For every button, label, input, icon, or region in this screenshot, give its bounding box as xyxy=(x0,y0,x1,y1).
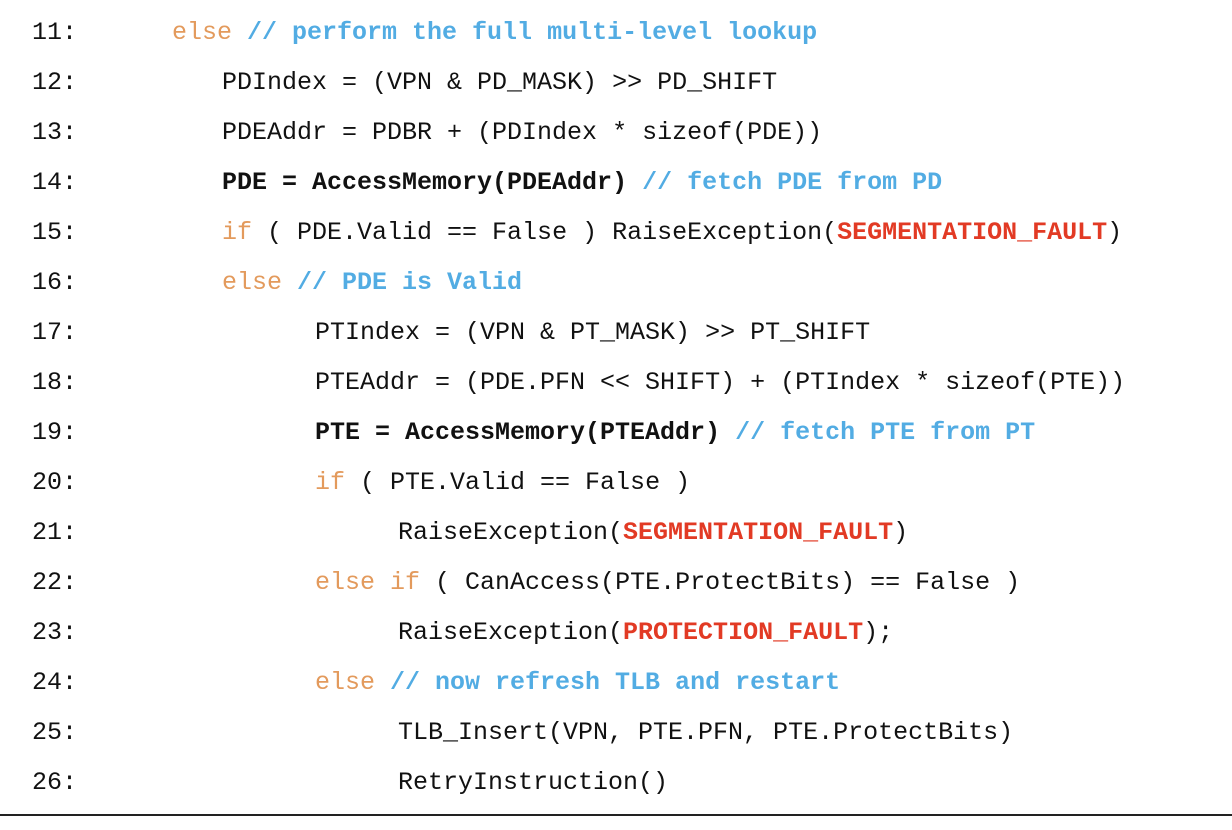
code-content: PDE = AccessMemory(PDEAddr) // fetch PDE… xyxy=(222,158,942,208)
line-number: 19: xyxy=(32,418,78,447)
code-content: PDEAddr = PDBR + (PDIndex * sizeof(PDE)) xyxy=(222,108,822,158)
code-line: 22: else if ( CanAccess(PTE.ProtectBits) … xyxy=(0,558,1232,608)
code-content: PTEAddr = (PDE.PFN << SHIFT) + (PTIndex … xyxy=(315,358,1125,408)
code-content: if ( PTE.Valid == False ) xyxy=(315,458,690,508)
code-content: else // perform the full multi-level loo… xyxy=(172,8,817,58)
line-number: 20: xyxy=(32,468,78,497)
line-number: 11: xyxy=(32,18,78,47)
code-line: 26: RetryInstruction() xyxy=(0,758,1232,808)
line-number: 24: xyxy=(32,668,78,697)
code-content: TLB_Insert(VPN, PTE.PFN, PTE.ProtectBits… xyxy=(398,708,1013,758)
code-token-plain: ) xyxy=(893,518,909,547)
code-content: else // now refresh TLB and restart xyxy=(315,658,840,708)
code-line: 23: RaiseException(PROTECTION_FAULT); xyxy=(0,608,1232,658)
code-token-keyword: if xyxy=(222,218,253,247)
code-content: else // PDE is Valid xyxy=(222,258,522,308)
line-number: 21: xyxy=(32,518,78,547)
code-token-plain: PDIndex = (VPN & PD_MASK) >> PD_SHIFT xyxy=(222,68,778,97)
code-content: RaiseException(PROTECTION_FAULT); xyxy=(398,608,893,658)
line-number: 26: xyxy=(32,768,78,797)
code-token-plain: RaiseException( xyxy=(398,618,624,647)
code-content: if ( PDE.Valid == False ) RaiseException… xyxy=(222,208,1122,258)
code-token-comment: // PDE is Valid xyxy=(297,268,523,297)
line-number: 18: xyxy=(32,368,78,397)
code-token-plain: TLB_Insert(VPN, PTE.PFN, PTE.ProtectBits… xyxy=(398,718,1014,747)
code-line: 21: RaiseException(SEGMENTATION_FAULT) xyxy=(0,508,1232,558)
line-number: 13: xyxy=(32,118,78,147)
code-token-keyword: if xyxy=(315,468,346,497)
code-line: 12: PDIndex = (VPN & PD_MASK) >> PD_SHIFT xyxy=(0,58,1232,108)
line-number: 15: xyxy=(32,218,78,247)
line-number: 25: xyxy=(32,718,78,747)
code-line: 15: if ( PDE.Valid == False ) RaiseExcept… xyxy=(0,208,1232,258)
code-line: 18: PTEAddr = (PDE.PFN << SHIFT) + (PTInd… xyxy=(0,358,1232,408)
code-token-bold: PDE = AccessMemory(PDEAddr) xyxy=(222,168,643,197)
code-content: PTIndex = (VPN & PT_MASK) >> PT_SHIFT xyxy=(315,308,870,358)
line-number: 14: xyxy=(32,168,78,197)
code-token-comment: // perform the full multi-level lookup xyxy=(247,18,818,47)
code-token-error: PROTECTION_FAULT xyxy=(623,618,864,647)
code-line: 19: PTE = AccessMemory(PTEAddr) // fetch … xyxy=(0,408,1232,458)
code-content: PDIndex = (VPN & PD_MASK) >> PD_SHIFT xyxy=(222,58,777,108)
code-token-plain: ); xyxy=(863,618,894,647)
code-line: 24: else // now refresh TLB and restart xyxy=(0,658,1232,708)
code-token-keyword: else xyxy=(172,18,248,47)
code-token-comment: // fetch PDE from PD xyxy=(642,168,943,197)
code-token-plain: RaiseException( xyxy=(398,518,624,547)
code-line: 11: else // perform the full multi-level … xyxy=(0,8,1232,58)
code-listing: 11: else // perform the full multi-level … xyxy=(0,8,1232,808)
code-content: RetryInstruction() xyxy=(398,758,668,808)
code-token-plain: ( PDE.Valid == False ) RaiseException( xyxy=(252,218,838,247)
line-number: 22: xyxy=(32,568,78,597)
line-number: 16: xyxy=(32,268,78,297)
code-token-error: SEGMENTATION_FAULT xyxy=(837,218,1108,247)
code-token-plain: PDEAddr = PDBR + (PDIndex * sizeof(PDE)) xyxy=(222,118,823,147)
code-token-keyword: else xyxy=(315,668,391,697)
code-token-keyword: else xyxy=(222,268,298,297)
code-line: 17: PTIndex = (VPN & PT_MASK) >> PT_SHIFT xyxy=(0,308,1232,358)
code-token-keyword: else if xyxy=(315,568,421,597)
code-content: RaiseException(SEGMENTATION_FAULT) xyxy=(398,508,908,558)
code-line: 14: PDE = AccessMemory(PDEAddr) // fetch … xyxy=(0,158,1232,208)
code-token-plain: PTEAddr = (PDE.PFN << SHIFT) + (PTIndex … xyxy=(315,368,1126,397)
line-number: 23: xyxy=(32,618,78,647)
code-token-bold: PTE = AccessMemory(PTEAddr) xyxy=(315,418,736,447)
bottom-rule xyxy=(0,814,1232,816)
code-token-plain: ( CanAccess(PTE.ProtectBits) == False ) xyxy=(420,568,1021,597)
code-content: PTE = AccessMemory(PTEAddr) // fetch PTE… xyxy=(315,408,1035,458)
code-token-plain: RetryInstruction() xyxy=(398,768,669,797)
code-token-comment: // fetch PTE from PT xyxy=(735,418,1036,447)
code-line: 13: PDEAddr = PDBR + (PDIndex * sizeof(PD… xyxy=(0,108,1232,158)
code-token-error: SEGMENTATION_FAULT xyxy=(623,518,894,547)
code-token-comment: // now refresh TLB and restart xyxy=(390,668,841,697)
line-number: 17: xyxy=(32,318,78,347)
code-line: 25: TLB_Insert(VPN, PTE.PFN, PTE.ProtectB… xyxy=(0,708,1232,758)
code-line: 16: else // PDE is Valid xyxy=(0,258,1232,308)
code-line: 20: if ( PTE.Valid == False ) xyxy=(0,458,1232,508)
code-content: else if ( CanAccess(PTE.ProtectBits) == … xyxy=(315,558,1020,608)
line-number: 12: xyxy=(32,68,78,97)
code-token-plain: ) xyxy=(1107,218,1123,247)
code-token-plain: PTIndex = (VPN & PT_MASK) >> PT_SHIFT xyxy=(315,318,871,347)
code-token-plain: ( PTE.Valid == False ) xyxy=(345,468,691,497)
